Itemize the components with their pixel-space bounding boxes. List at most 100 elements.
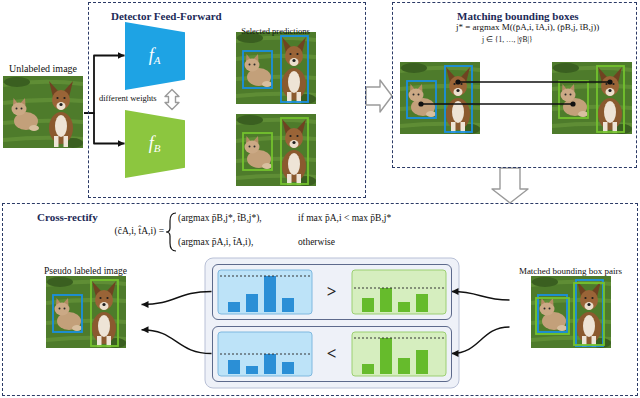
formula: (ĉA,i, t̂A,i) = — [115, 226, 164, 237]
bounding-box — [407, 81, 436, 118]
compare-symbol: < — [327, 344, 337, 364]
network-label: fB — [125, 110, 185, 178]
formula: otherwise — [298, 237, 335, 248]
bounding-box — [538, 295, 567, 332]
photo — [3, 76, 83, 148]
bounding-box — [559, 81, 588, 118]
image-node: Pseudo labeled image — [30, 260, 142, 350]
match-dot — [418, 101, 423, 106]
photo — [552, 62, 632, 134]
network-trapezoid — [125, 110, 185, 178]
block-arrow — [366, 80, 392, 112]
connector — [84, 113, 125, 143]
block-arrow — [492, 168, 528, 203]
formula: j ∈ {1, …, |ȳB|} — [482, 36, 533, 45]
match-lines — [418, 79, 612, 106]
connector — [452, 292, 510, 301]
match-line — [421, 103, 573, 105]
network-label: fA — [125, 22, 185, 90]
formula: j* = argmax M((p̄A,i, t̄A,i), (p̄B,j, t̄… — [456, 22, 599, 32]
chart-panel — [218, 270, 312, 314]
max-line — [354, 288, 444, 289]
bounding-box — [574, 283, 604, 345]
image-node: Unlabeled image — [2, 58, 84, 150]
bar — [380, 338, 392, 374]
bar — [416, 294, 428, 312]
formula: if max p̄A,i < max p̄B,j* — [298, 213, 391, 224]
formula: (argmax p̄B,j*, t̄B,j*), — [178, 213, 262, 224]
bar — [416, 350, 428, 374]
bounding-box — [536, 298, 569, 334]
bar — [246, 294, 258, 312]
bar — [264, 276, 276, 312]
image-caption: Matched bounding box pairs — [519, 266, 622, 276]
bar — [380, 288, 392, 312]
match-line — [458, 81, 610, 83]
photo — [531, 276, 611, 348]
detector-a: fA — [125, 22, 185, 90]
photo — [236, 32, 316, 104]
block-arrow — [165, 90, 179, 110]
photo — [400, 62, 480, 134]
match-dot — [570, 101, 575, 106]
bar — [264, 354, 276, 374]
bar — [246, 366, 258, 374]
bounding-box — [53, 295, 82, 332]
photo — [236, 114, 316, 186]
bounding-box — [243, 133, 272, 170]
stage-region: Cross-rectifyPseudo labeled image > < Match… — [2, 203, 638, 396]
bounding-box — [91, 280, 118, 346]
chart-panel — [218, 332, 312, 376]
bar — [398, 302, 410, 312]
bar — [282, 298, 294, 312]
region-title: Matching bounding boxes — [457, 10, 579, 23]
match-dot — [607, 79, 612, 84]
match-dot — [455, 79, 460, 84]
bounding-box — [576, 280, 603, 346]
bounding-box — [597, 66, 624, 132]
photo — [46, 276, 126, 348]
network-subscript: A — [154, 54, 161, 67]
connector — [452, 327, 510, 354]
network-symbol: f — [149, 133, 154, 154]
bounding-box — [243, 51, 272, 88]
connector — [142, 292, 212, 305]
prediction-photo-b — [236, 114, 316, 186]
edge-label: different weights — [99, 94, 157, 104]
detector-b: fB — [125, 110, 185, 178]
match-photo-b — [552, 62, 632, 134]
compare-panel: < — [212, 326, 452, 382]
image-node: Selected predictions — [234, 20, 318, 106]
network-trapezoid — [125, 22, 185, 90]
image-caption: Pseudo labeled image — [44, 266, 127, 277]
connector — [84, 56, 125, 114]
network-symbol: f — [149, 45, 154, 66]
region-title: Cross-rectify — [37, 211, 98, 224]
compare-group — [205, 258, 459, 388]
bounding-box — [281, 118, 308, 184]
region-title: Detector Feed-Forward — [111, 10, 222, 23]
compare-symbol: > — [327, 282, 337, 302]
chart-panel — [352, 270, 446, 314]
score-chart-bottom — [218, 332, 446, 376]
bounding-box — [281, 36, 308, 102]
pseudo-photo — [46, 276, 126, 348]
bar — [228, 360, 240, 374]
connector — [142, 330, 212, 354]
max-line — [354, 338, 444, 339]
score-chart-top — [218, 270, 446, 314]
bar — [362, 364, 374, 374]
bar — [398, 358, 410, 374]
bounding-box — [445, 66, 472, 132]
image-caption: Unlabeled image — [9, 63, 77, 75]
bar — [228, 302, 240, 312]
brace — [166, 213, 176, 251]
connectors — [84, 56, 528, 354]
matched-photo — [531, 276, 611, 348]
match-photo-a — [400, 62, 480, 134]
formula: (argmax p̄A,i, t̄A,i), — [178, 237, 253, 248]
compare-panel: > — [212, 264, 452, 320]
